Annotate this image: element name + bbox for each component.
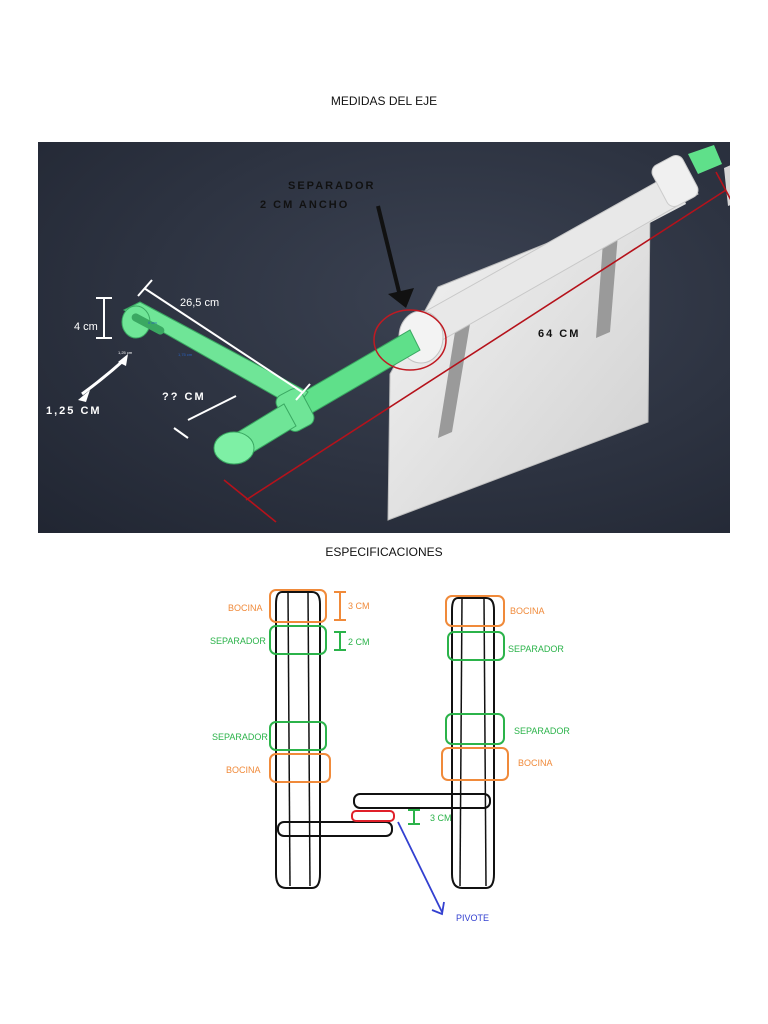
left-bocina-bottom (269, 753, 331, 783)
measure-line-64 (245, 189, 727, 501)
pivote-arrow (397, 821, 443, 913)
dim-tick (295, 383, 311, 401)
dim-3cm-center-label: 3 CM (430, 813, 452, 823)
right-separador-top-label: SEPARADOR (508, 644, 564, 654)
left-bocina-top (269, 589, 327, 623)
pivot-cap (213, 431, 255, 465)
measure-tick (223, 479, 277, 523)
separador-highlight-circle (373, 309, 447, 371)
left-separador-top (269, 625, 327, 655)
left-separador-bottom (269, 721, 327, 751)
plate-slot (438, 324, 470, 438)
dim-tick (137, 279, 153, 297)
tube-end-green (688, 145, 722, 174)
separador-label: SEPARADOR (288, 180, 375, 192)
right-post (451, 597, 495, 889)
heading-especificaciones: ESPECIFICACIONES (325, 545, 443, 559)
plate-slot (596, 234, 618, 338)
length-64-label: 64 CM (538, 328, 580, 340)
heading-medidas-del-eje: MEDIDAS DEL EJE (330, 94, 438, 108)
lower-cross-arm (277, 821, 393, 837)
diag-125-label: 1,25 CM (46, 405, 102, 417)
right-separador-bottom-label: SEPARADOR (514, 726, 570, 736)
upper-cross-arm (353, 793, 491, 809)
tiny-dim-label: 6 cm (148, 320, 157, 325)
right-bocina-top (445, 595, 505, 627)
diagram-background (190, 578, 580, 933)
pivote-arrow-head (431, 901, 445, 916)
dim-line-unknown (187, 395, 237, 421)
right-bocina-bottom (441, 747, 509, 781)
right-post-line (459, 597, 463, 887)
left-separador-top-label: SEPARADOR (210, 636, 266, 646)
left-bocina-top-label: BOCINA (228, 603, 263, 613)
right-separador-top (447, 631, 505, 661)
right-bocina-top-label: BOCINA (510, 606, 545, 616)
separador-arrow-head (388, 288, 414, 308)
arrow-head (78, 390, 90, 402)
separador-arrow-shaft (376, 205, 402, 297)
dim-line-26 (143, 287, 303, 393)
tiny-dim-label: 1,25 cm (118, 350, 133, 355)
tube-collar (651, 155, 699, 207)
dim-tick (173, 427, 189, 439)
length-26-label: 26,5 cm (180, 297, 219, 309)
right-bocina-bottom-label: BOCINA (518, 758, 553, 768)
separador-width-label: 2 CM ANCHO (260, 199, 349, 211)
right-separador-bottom (445, 713, 505, 745)
dim-3cm-label: 3 CM (348, 601, 370, 611)
arm-slot (131, 313, 165, 335)
left-bocina-bottom-label: BOCINA (226, 765, 261, 775)
axle-render-image: SEPARADOR 2 CM ANCHO 64 CM 26,5 cm 4 cm … (38, 142, 730, 533)
specifications-diagram: BOCINA SEPARADOR SEPARADOR BOCINA 3 CM 2… (190, 578, 580, 933)
pivot-spacer (351, 810, 395, 822)
left-post (275, 591, 321, 889)
height-4-label: 4 cm (74, 321, 98, 333)
green-arm (122, 301, 309, 409)
dim-2cm-label: 2 CM (348, 637, 370, 647)
unknown-label: ?? CM (162, 391, 206, 403)
arrow-head (118, 354, 128, 366)
left-separador-bottom-label: SEPARADOR (212, 732, 268, 742)
tiny-dim-label: 1,75 cm (178, 352, 193, 357)
pivote-label: PIVOTE (456, 913, 489, 923)
measure-tick (715, 171, 730, 200)
right-post-line (483, 597, 487, 887)
